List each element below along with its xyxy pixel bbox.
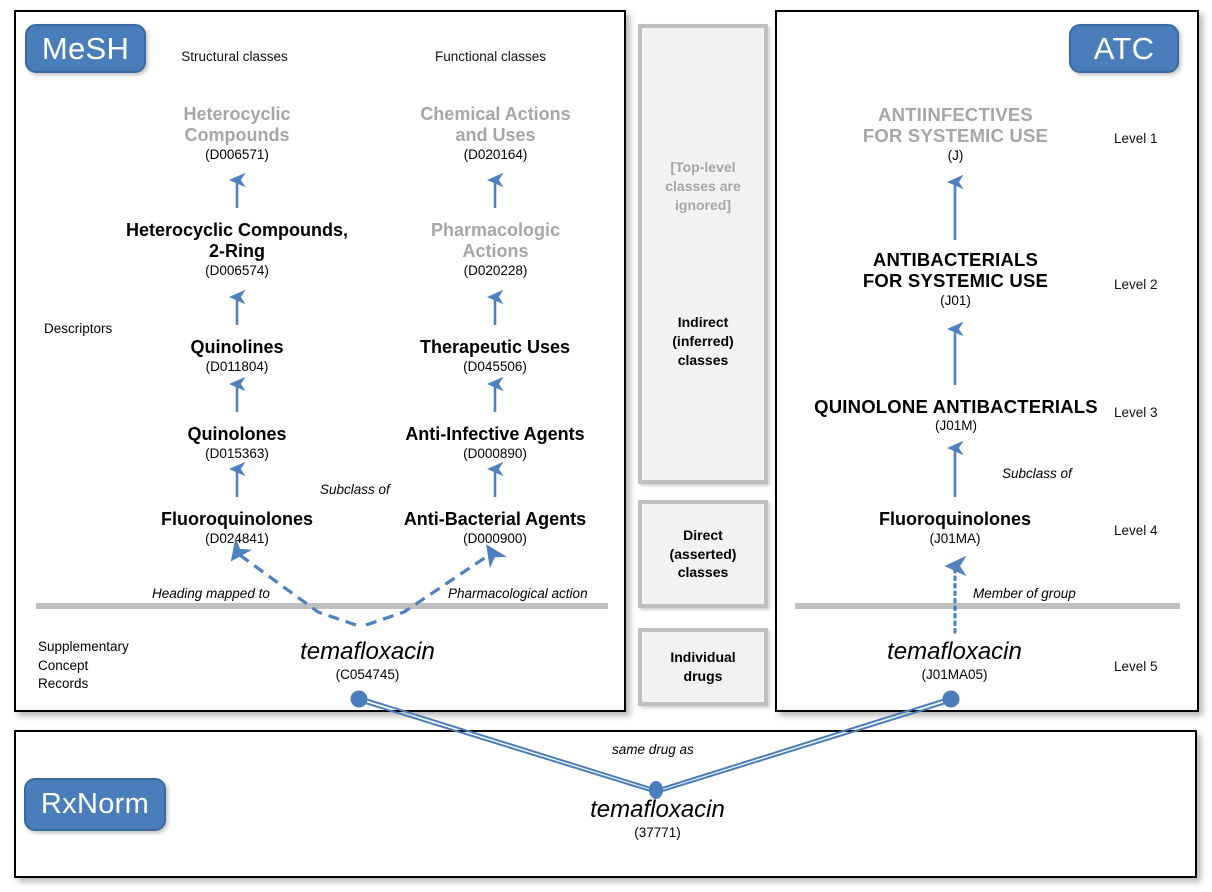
- node-title: Therapeutic Uses: [419, 337, 571, 357]
- atc-level-3-label: Level 3: [1114, 405, 1158, 420]
- legend-direct-classes: Direct (asserted) classes: [638, 500, 768, 608]
- node-title: ANTIINFECTIVES FOR SYSTEMIC USE: [862, 104, 1049, 147]
- node-title: Anti-Infective Agents: [405, 424, 585, 444]
- node-title: temafloxacin: [887, 638, 1022, 665]
- mesh-node-chemical-actions-and-uses: Chemical Actions and Uses (D020164): [393, 104, 598, 162]
- node-title: Pharmacologic Actions: [430, 220, 561, 261]
- node-id: (J01MA): [929, 530, 981, 546]
- node-title: Anti-Bacterial Agents: [403, 509, 587, 529]
- node-title: Fluoroquinolones: [879, 509, 1031, 529]
- mesh-node-temafloxacin: temafloxacin (C054745): [245, 638, 490, 682]
- node-id: (37771): [634, 824, 681, 840]
- atc-node-quinolone-antibacterials: QUINOLONE ANTIBACTERIALS (J01M): [800, 396, 1112, 434]
- node-title: Heterocyclic Compounds, 2-Ring: [125, 220, 349, 261]
- structural-classes-header: Structural classes: [181, 49, 288, 64]
- legend-direct-text: Direct (asserted) classes: [669, 526, 737, 581]
- node-title: Fluoroquinolones: [161, 509, 313, 529]
- mesh-node-pharmacologic-actions: Pharmacologic Actions (D020228): [393, 220, 598, 278]
- mesh-edge-label-heading-mapped-to: Heading mapped to: [152, 586, 270, 601]
- node-id: (D015363): [205, 445, 269, 461]
- atc-edge-label-member-of-group: Member of group: [973, 586, 1076, 601]
- node-id: (J01MA05): [921, 666, 988, 682]
- mesh-node-quinolones: Quinolones (D015363): [137, 424, 337, 462]
- mesh-node-anti-bacterial-agents: Anti-Bacterial Agents (D000900): [378, 509, 612, 547]
- node-id: (D024841): [205, 530, 269, 546]
- node-id: (D006571): [205, 146, 269, 162]
- descriptors-label: Descriptors: [44, 321, 113, 336]
- mesh-node-anti-infective-agents: Anti-Infective Agents (D000890): [378, 424, 612, 462]
- mesh-node-therapeutic-uses: Therapeutic Uses (D045506): [385, 337, 605, 375]
- atc-node-antiinfectives-for-systemic-use: ANTIINFECTIVES FOR SYSTEMIC USE (J): [828, 104, 1083, 164]
- rxnorm-badge: RxNorm: [24, 778, 166, 831]
- node-title: QUINOLONE ANTIBACTERIALS: [814, 396, 1098, 417]
- mesh-badge: MeSH: [25, 24, 146, 73]
- atc-level-2-label: Level 2: [1114, 277, 1158, 292]
- legend-individual-text: Individual drugs: [670, 649, 736, 684]
- mesh-node-heterocyclic-compounds: Heterocyclic Compounds (D006571): [137, 104, 337, 162]
- node-id: (J01M): [934, 418, 977, 434]
- node-id: (D006574): [205, 262, 269, 278]
- node-title: Chemical Actions and Uses: [420, 104, 571, 145]
- supplementary-concept-records-label: Supplementary Concept Records: [38, 639, 129, 692]
- node-title: Quinolones: [187, 424, 287, 444]
- atc-level-5-label: Level 5: [1114, 659, 1158, 674]
- mesh-divider-line: [36, 603, 608, 609]
- mesh-node-fluoroquinolones: Fluoroquinolones (D024841): [122, 509, 352, 547]
- legend-individual-drugs: Individual drugs: [638, 628, 768, 706]
- atc-panel: [775, 10, 1199, 712]
- rxnorm-node-temafloxacin: temafloxacin (37771): [535, 796, 780, 840]
- node-id: (D045506): [463, 358, 527, 374]
- node-id: (J01): [940, 292, 971, 308]
- legend-top-level-ignored-text: [Top-level classes are ignored]: [665, 159, 741, 213]
- atc-node-fluoroquinolones: Fluoroquinolones (J01MA): [845, 509, 1065, 547]
- mesh-node-quinolines: Quinolines (D011804): [137, 337, 337, 375]
- node-id: (D011804): [205, 358, 269, 374]
- legend-indirect-text: Indirect (inferred) classes: [672, 314, 734, 368]
- node-id: (D000890): [463, 445, 527, 461]
- mesh-node-heterocyclic-compounds-2-ring: Heterocyclic Compounds, 2-Ring (D006574): [102, 220, 372, 278]
- atc-edge-label-subclass-of: Subclass of: [1002, 466, 1072, 481]
- legend-indirect-classes: [Top-level classes are ignored] Indirect…: [638, 24, 768, 484]
- mesh-edge-label-subclass-of: Subclass of: [320, 482, 390, 497]
- node-id: (D000900): [463, 530, 527, 546]
- atc-node-temafloxacin: temafloxacin (J01MA05): [832, 638, 1077, 682]
- atc-divider-line: [795, 603, 1180, 609]
- atc-node-antibacterials-for-systemic-use: ANTIBACTERIALS FOR SYSTEMIC USE (J01): [828, 249, 1083, 309]
- node-id: (D020228): [463, 262, 528, 278]
- node-title: temafloxacin: [590, 796, 725, 823]
- rxnorm-edge-label-same-drug-as: same drug as: [612, 742, 694, 757]
- node-id: (D020164): [463, 146, 528, 162]
- atc-badge: ATC: [1069, 24, 1179, 73]
- node-id: (C054745): [335, 666, 400, 682]
- atc-level-1-label: Level 1: [1114, 131, 1158, 146]
- node-title: temafloxacin: [300, 638, 435, 665]
- atc-level-4-label: Level 4: [1114, 523, 1158, 538]
- mesh-edge-label-pharmacological-action: Pharmacological action: [448, 586, 588, 601]
- functional-classes-header: Functional classes: [434, 49, 547, 64]
- node-id: (J): [947, 147, 964, 163]
- node-title: Quinolines: [190, 337, 284, 357]
- node-title: ANTIBACTERIALS FOR SYSTEMIC USE: [862, 249, 1049, 292]
- node-title: Heterocyclic Compounds: [183, 104, 291, 145]
